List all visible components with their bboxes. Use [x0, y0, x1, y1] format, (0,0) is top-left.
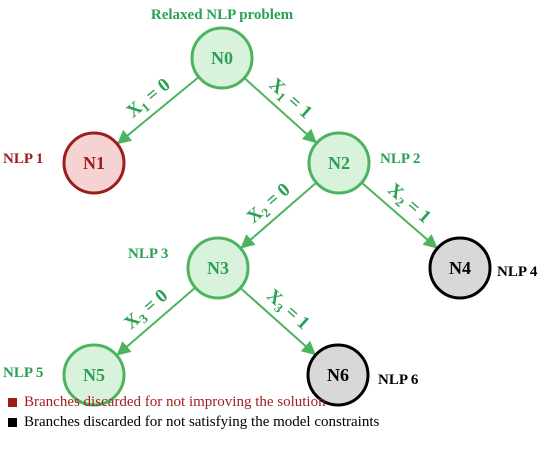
- node-circle-N4: [428, 236, 492, 300]
- edge-label-N0-N2: X1 = 1: [264, 74, 316, 124]
- edge-N0-N2: [243, 77, 317, 144]
- node-N2: N2 NLP 2: [307, 131, 420, 195]
- node-label-N4: N4: [449, 258, 471, 278]
- node-N4: N4 NLP 4: [428, 236, 538, 300]
- node-N0: N0: [190, 26, 254, 90]
- node-circle-N6: [306, 343, 370, 407]
- node-label-N0: N0: [211, 48, 233, 68]
- subproblem-label-N6: NLP 6: [378, 372, 419, 388]
- node-N3: N3 NLP 3: [128, 236, 250, 300]
- subproblem-label-N2: NLP 2: [380, 151, 420, 167]
- subproblem-label-N3: NLP 3: [128, 246, 168, 262]
- edge-label-N2-N4: X2 = 1: [382, 179, 435, 229]
- edge-N3-N6: [239, 287, 316, 356]
- node-circle-N0: [190, 26, 254, 90]
- edge-N2-N4: [361, 181, 438, 249]
- node-label-N6: N6: [327, 365, 349, 385]
- subproblem-label-N5: NLP 5: [3, 365, 43, 381]
- subproblem-label-N4: NLP 4: [497, 264, 538, 280]
- legend-black-square: [8, 418, 17, 427]
- node-N6: N6 NLP 6: [306, 343, 419, 407]
- edge-N2-N3: [240, 181, 317, 249]
- diagram-title: Relaxed NLP problem: [151, 7, 294, 23]
- node-label-N1: N1: [83, 153, 105, 173]
- node-circle-N1: [62, 131, 126, 195]
- edge-label-N3-N5: X3 = 0: [121, 285, 174, 335]
- edge-N3-N5: [116, 286, 196, 356]
- edges-layer: X1 = 0 X1 = 1 X2 = 0 X2 = 1 X3 = 0 X3 = 1: [116, 74, 438, 356]
- legend-black-text: Branches discarded for not satisfying th…: [24, 414, 380, 430]
- legend-red-square: [8, 398, 17, 407]
- subproblem-label-N1: NLP 1: [3, 151, 43, 167]
- node-N1: N1 NLP 1: [3, 131, 126, 195]
- edge-label-N0-N1: X1 = 0: [123, 74, 176, 123]
- edge-label-N3-N6: X3 = 1: [261, 285, 313, 335]
- node-label-N2: N2: [328, 153, 350, 173]
- legend-item-black: Branches discarded for not satisfying th…: [8, 414, 379, 431]
- edge-label-N2-N3: X2 = 0: [243, 179, 296, 229]
- legend-red-text: Branches discarded for not improving the…: [24, 394, 326, 410]
- node-label-N5: N5: [83, 365, 105, 385]
- node-circle-N3: [186, 236, 250, 300]
- node-circle-N2: [307, 131, 371, 195]
- legend-item-red: Branches discarded for not improving the…: [8, 394, 326, 411]
- node-N5: N5 NLP 5: [3, 343, 126, 407]
- node-label-N3: N3: [207, 258, 229, 278]
- edge-N0-N1: [116, 76, 200, 145]
- node-circle-N5: [62, 343, 126, 407]
